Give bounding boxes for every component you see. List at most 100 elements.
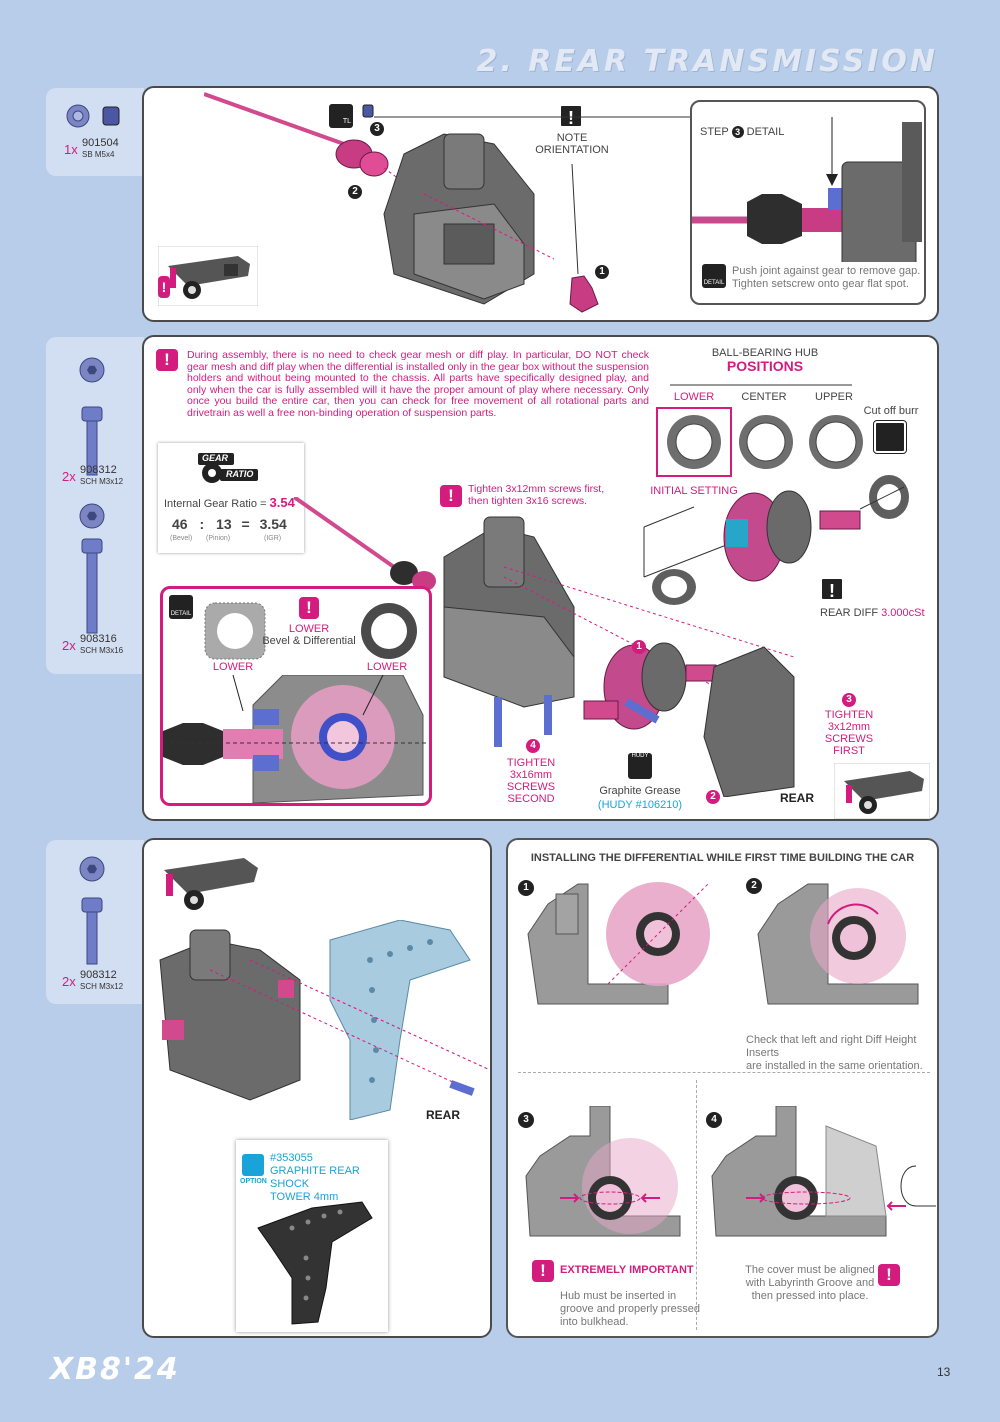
rear-label: REAR [780,791,815,805]
cut-off-burr-label: Cut off burr [863,405,919,417]
divider [518,1072,930,1073]
install-step-2: 2 [746,878,762,894]
parts-box-2: 2x 908312 SCH M3x12 2x 908316 SCH M3x16 [46,337,144,674]
install-step-4: 4 [706,1112,722,1128]
step-badge-2: 2 [706,790,720,804]
cap-screw-icon [79,856,105,965]
cutter-tool-icon [873,420,907,454]
cover-warning-icon: ! [878,1264,900,1286]
grease-code: (HUDY #106210) [597,799,683,811]
step-badge-2: 2 [348,185,362,199]
tighten-warning-icon: ! [440,485,462,507]
car-thumbnail [158,246,258,306]
page-number: 13 [937,1365,951,1379]
detail-text-1: Push joint against gear to remove gap. [732,265,921,277]
step3-text: TIGHTEN 3x12mm SCREWS FIRST [824,709,874,757]
setscrew-small-icon [362,104,374,118]
install-step1-drawing [527,882,710,1005]
gear-ratio-box: GEAR RATIO Internal Gear Ratio = 3.54 46… [158,443,304,553]
detail-warning-icon: ! [299,597,319,619]
step-badge-4: 4 [526,739,540,753]
part-qty: 2x [62,974,76,989]
step-badge-3: 3 [370,122,384,136]
install-step3-drawing [525,1106,681,1237]
ratio-legend-pinion: (Pinion) [206,535,231,542]
pinion-gear-drawing [569,275,599,313]
detail-lower-title: LOWER [288,623,330,635]
grease-label: Graphite Grease [599,785,681,797]
step-badge-1: 1 [632,640,646,654]
install-step4-drawing [711,1106,936,1237]
assembly-warning-icon: ! [156,349,178,371]
note-warning-icon: ! [559,104,583,128]
install-step2-drawing [757,883,919,1005]
setscrew-icon [102,106,120,126]
part2-qty: 2x [62,638,76,653]
option-thumb-icon [242,1154,264,1176]
hub-lower-label: LOWER [664,391,724,403]
installing-diff-panel: INSTALLING THE DIFFERENTIAL WHILE FIRST … [506,838,939,1338]
cap-screw-icon [79,357,105,476]
page-title: 2. REAR TRANSMISSION [476,44,938,79]
gear-ratio-calc: 46 : 13 = 3.54 [172,516,287,532]
initial-setting-label: INITIAL SETTING [650,485,738,497]
igr-line: Internal Gear Ratio = 3.54 [164,495,295,510]
hub-rings-drawing [667,415,863,469]
option-box: OPTION #353055 GRAPHITE REAR SHOCK TOWER… [236,1140,388,1332]
ratio-legend-bevel: (Bevel) [170,535,193,542]
assembly-warning-text: During assembly, there is no need to che… [187,349,649,419]
detail-lower-left: LOWER [212,661,254,673]
important-warning-icon: ! [532,1260,554,1282]
gear-icon [198,453,258,483]
step-badge-3: 3 [842,693,856,707]
car-thumbnail-3 [164,858,258,910]
washer-icon [66,104,90,128]
detail-lower-right: LOWER [366,661,408,673]
part-code: 901504 SB M5x4 [82,137,119,160]
check-text: Check that left and right Diff Height In… [746,1034,923,1072]
gearbox-assembly-drawing [294,497,795,797]
tool-icon: TL [329,104,353,128]
rear-diff-label: REAR DIFF 3.000cSt [820,607,925,619]
differential-exploded-drawing [643,475,909,605]
parts-box-3: 2x 908312 SCH M3x12 [46,840,144,1004]
hub-lower-box [656,407,732,477]
option-name: GRAPHITE REAR SHOCK TOWER 4mm [270,1165,360,1203]
part2-code: 908316 SCH M3x16 [80,633,124,656]
install-step-3: 3 [518,1112,534,1128]
part1-qty: 2x [62,469,76,484]
hub-title: BALL-BEARING HUB [711,347,819,359]
bevel-diff-detail-box: DETAIL ! LOWER Bevel & Differential LOWE… [160,586,432,806]
hub-bracket-lines [670,384,852,386]
divider-vert [696,1080,697,1330]
detail-rings-drawing [204,602,417,660]
carbon-shock-tower-drawing [257,1201,373,1325]
shock-tower-assembly-drawing [159,920,490,1120]
detail-tag-icon: DETAIL [169,595,193,619]
detail-cutaway-drawing [163,675,429,803]
drive-shaft-drawing [204,92,418,192]
step4-text: TIGHTEN 3x16mm SCREWS SECOND [506,757,556,805]
option-code: #353055 [270,1152,313,1164]
detail-joint-drawing [692,117,922,262]
step-detail-label: STEP 3 DETAIL [700,126,785,138]
important-label: EXTREMELY IMPORTANT [560,1264,694,1276]
hub-upper-label: UPPER [804,391,864,403]
installing-title: INSTALLING THE DIFFERENTIAL WHILE FIRST … [530,852,915,864]
detail-text-2: Tighten setscrew onto gear flat spot. [732,278,909,290]
note-orientation-label: NOTE ORIENTATION [535,132,609,156]
hub-positions-label: POSITIONS [726,358,804,374]
detail-magnify-icon: DETAIL [702,264,726,288]
cover-text: The cover must be aligned with Labyrinth… [745,1264,875,1302]
part1-code: 908312 SCH M3x12 [80,464,124,487]
part-code: 908312 SCH M3x12 [80,969,124,992]
detail-bevel-diff: Bevel & Differential [262,635,356,647]
tighten-note-text: Tighten 3x12mm screws first, then tighte… [468,483,605,507]
step-panel-1: ! TL 3 2 1 ! NOTE ORIENTATION STEP 3 [142,86,939,322]
rear-label: REAR [426,1108,461,1122]
hub-center-label: CENTER [734,391,794,403]
gear-box-bulkhead-drawing [383,133,554,305]
step3-detail-box: STEP 3 DETAIL DETAIL Push joint against … [690,100,926,305]
option-tag: OPTION [240,1178,267,1185]
rear-diff-warning-icon: ! [820,577,844,601]
